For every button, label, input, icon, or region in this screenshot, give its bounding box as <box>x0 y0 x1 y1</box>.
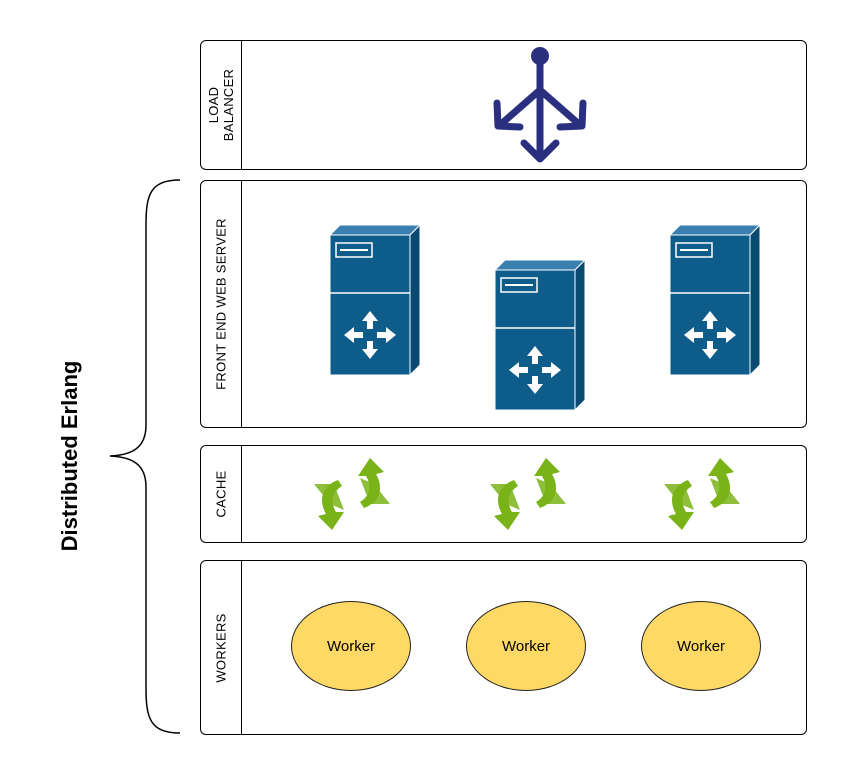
front-end-web-server-label: FRONT END WEB SERVER <box>213 218 229 390</box>
load-balancer-lane: LOAD BALANCER <box>200 40 807 170</box>
worker-node: Worker <box>291 601 411 691</box>
distributed-erlang-label: Distributed Erlang <box>57 360 82 552</box>
web-server-icon <box>493 258 587 412</box>
workers-label: WORKERS <box>213 612 229 683</box>
worker-node: Worker <box>641 601 761 691</box>
web-server-icon <box>328 223 422 377</box>
worker-node: Worker <box>466 601 586 691</box>
sync-arrows-icon <box>314 458 390 530</box>
web-server-icon <box>668 223 762 377</box>
sync-arrows-icon <box>490 458 566 530</box>
load-balancer-lane-header: LOAD BALANCER <box>201 41 242 169</box>
cache-lane-header: CACHE <box>201 446 242 542</box>
front-end-lane-header: FRONT END WEB SERVER <box>201 181 242 427</box>
load-balancer-icon <box>493 47 587 163</box>
sync-arrows-icon <box>664 458 740 530</box>
cache-label: CACHE <box>213 470 229 518</box>
load-balancer-label: LOAD BALANCER <box>206 68 236 142</box>
workers-lane-header: WORKERS <box>201 561 242 734</box>
